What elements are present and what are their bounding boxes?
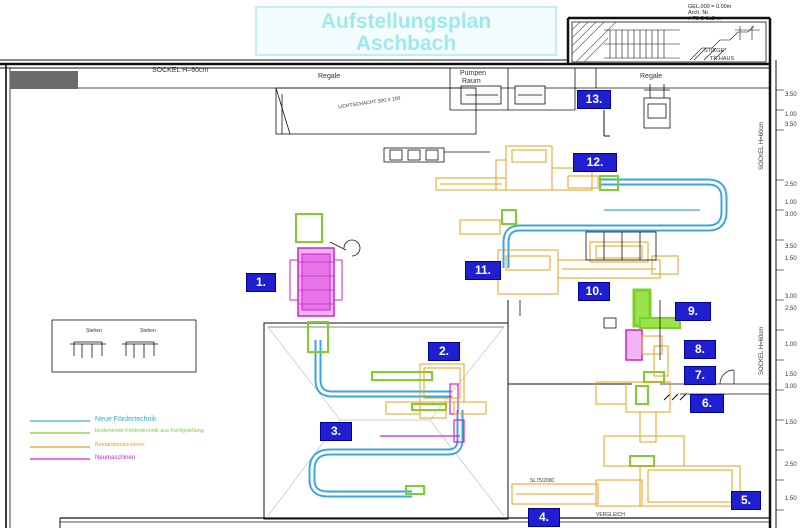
- station-badge-11: 11.: [465, 261, 501, 280]
- dimension-label: 1.00: [785, 200, 797, 206]
- station-badge-9: 9.: [675, 302, 711, 321]
- dimension-label: 2.50: [785, 462, 797, 468]
- station-badge-8: 8.: [684, 340, 716, 359]
- dimension-label: 1.50: [785, 372, 797, 378]
- stair-area: [571, 21, 767, 63]
- dimension-label: 1.00: [785, 342, 797, 348]
- treppenhaus-label: TR.HAUS: [710, 56, 735, 62]
- plan-title-line1: Aufstellungsplan: [320, 10, 492, 33]
- station-badge-2: 2.: [428, 342, 460, 361]
- station-badge-4: 4.: [528, 508, 560, 527]
- dimension-label: 1.50: [785, 496, 797, 502]
- station-badge-7: 7.: [684, 366, 716, 385]
- dimension-label: 2.50: [785, 306, 797, 312]
- station-badge-6: 6.: [690, 394, 724, 413]
- dimension-label: 3.50: [785, 92, 797, 98]
- station-badge-3: 3.: [320, 422, 352, 441]
- plan-title: Aufstellungsplan Aschbach: [255, 6, 557, 56]
- dimension-label: 3.00: [785, 212, 797, 218]
- plan-title-line2: Aschbach: [355, 32, 457, 55]
- dimension-label: 3.50: [785, 244, 797, 250]
- header-note-1: GEL.000 = 0.00m: [688, 4, 732, 10]
- detail-label-2: Stehen: [140, 328, 156, 334]
- building-walls: [0, 16, 777, 528]
- regale-left-label: Regale: [318, 73, 341, 80]
- dimension-label: 2.50: [785, 182, 797, 188]
- dimension-label: 3.00: [785, 294, 797, 300]
- regale-right-label: Regale: [640, 73, 663, 80]
- header-note-3: # T2-2-1a2 ...: [688, 16, 721, 22]
- gray-tab-marker: [10, 71, 78, 89]
- lower-note: VERGLEICH: [596, 512, 625, 518]
- station-badge-1: 1.: [246, 273, 276, 292]
- legend-label-2: bestehende Fördertechnik aus Fertigstell…: [95, 428, 204, 434]
- header-note-2: Arch. Nr.: [688, 10, 710, 16]
- dimension-label: 3.00: [785, 384, 797, 390]
- legend-label-1: Neue Fördertechnik: [95, 416, 157, 423]
- sockel-top-label: SOCKEL H=60cm: [152, 67, 209, 74]
- station-badge-10: 10.: [578, 282, 610, 301]
- detail-label-1: Stehen: [86, 328, 102, 334]
- pumpen-raum-label-2: Raum: [462, 78, 481, 85]
- station-badge-13: 13.: [577, 90, 611, 109]
- existing-conveyor: [295, 175, 681, 495]
- new-conveyor: [308, 178, 728, 498]
- dimension-label: 1.00: [785, 112, 797, 118]
- misc-equipment: [329, 84, 671, 360]
- existing-machines: [385, 145, 741, 507]
- dimension-label: 3.50: [785, 122, 797, 128]
- dimension-ticks: [776, 89, 784, 511]
- dimension-label: 1.50: [785, 420, 797, 426]
- station-badge-12: 12.: [573, 153, 617, 172]
- light-shaft: [275, 87, 477, 135]
- legend-label-3: Bestandsmaschinen: [95, 442, 145, 448]
- pumpen-raum-label-1: Pumpen: [460, 70, 487, 77]
- roof-lines: [267, 326, 505, 517]
- dimension-label: 1.50: [785, 256, 797, 262]
- stiege-label: STIEGE: [704, 48, 725, 54]
- conveyor-note: SL75/2000: [530, 478, 555, 484]
- legend-label-4: Neumaschinen: [95, 455, 136, 461]
- detail-inset: [51, 319, 197, 373]
- legend-swatches: [30, 420, 90, 460]
- station-badge-5: 5.: [731, 491, 761, 510]
- sockel-right-label-2: SOCKEL H=60cm: [759, 326, 765, 375]
- sockel-right-label-1: SOCKEL H=60cm: [759, 121, 765, 170]
